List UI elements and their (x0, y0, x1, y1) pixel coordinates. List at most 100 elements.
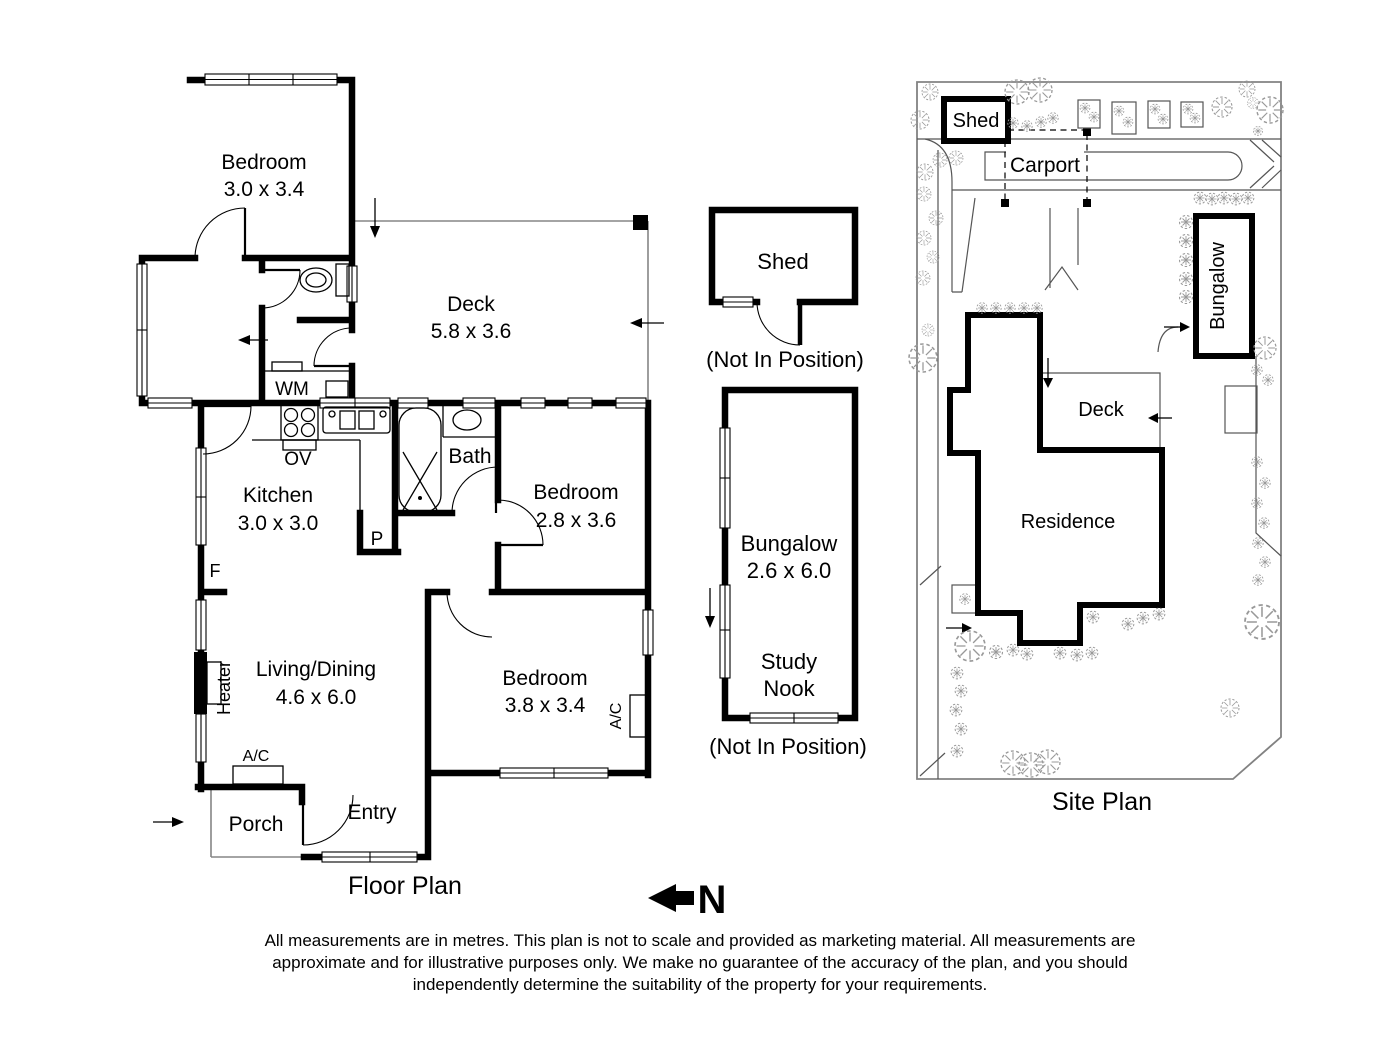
door-arc (261, 268, 301, 309)
tree-icon (1007, 117, 1019, 129)
bathtub-icon (398, 407, 442, 513)
ac-unit-bedroom (629, 694, 647, 738)
tree-icon (1178, 289, 1194, 305)
tree-icon (928, 210, 944, 226)
tree-icon (1136, 611, 1150, 625)
tree-icon (1205, 192, 1219, 206)
tree-icon (1241, 191, 1255, 205)
site-bungalow-outline (1193, 213, 1255, 359)
carport-posts (1001, 128, 1091, 207)
tree-icon (1217, 191, 1231, 205)
tree-icon (954, 684, 968, 698)
ac-living-label: A/C (243, 748, 270, 765)
washing-machine-area (262, 361, 352, 398)
door-arc (202, 404, 252, 455)
site-carport-label: Carport (1010, 154, 1080, 177)
kitchen-bench (252, 439, 361, 513)
tree-icon (1018, 752, 1044, 778)
window (749, 712, 839, 724)
deck-corner-post (633, 215, 648, 230)
arrow-icon (370, 198, 380, 238)
site-plan: Shed Carport Bungalow Deck Residence Sit… (908, 77, 1284, 816)
tree-icon (988, 644, 1004, 660)
bedroom1-dims: 3.0 x 3.4 (224, 178, 305, 201)
tree-icon (1262, 374, 1274, 386)
window (719, 584, 731, 679)
tree-icon (1258, 517, 1270, 529)
tree-icon (1178, 214, 1194, 230)
tree-icon (1035, 116, 1047, 128)
kitchen-dims: 3.0 x 3.0 (238, 512, 319, 535)
bungalow-note: (Not In Position) (709, 734, 867, 759)
north-arrow-icon (648, 884, 676, 912)
bedroom3-dims: 3.8 x 3.4 (505, 694, 586, 717)
window (147, 397, 193, 409)
site-shed-label: Shed (953, 110, 1000, 132)
tree-icon (1053, 646, 1067, 660)
bungalow-plan-label: Bungalow (741, 531, 838, 556)
tree-icon (1256, 96, 1284, 124)
tree-icon (1182, 103, 1194, 115)
stove-icon (280, 404, 319, 451)
tree-icon (1178, 252, 1194, 268)
fixtures (206, 263, 647, 785)
window (195, 447, 207, 546)
tree-icon (1047, 112, 1059, 124)
door-arc (446, 591, 493, 638)
bungalow-plan: Bungalow 2.6 x 6.0 Study Nook (Not In Po… (705, 386, 867, 759)
tree-icon (1252, 537, 1264, 549)
toilet-icon (299, 263, 350, 297)
window (520, 397, 546, 409)
walls (138, 76, 652, 861)
tree-icon (1253, 126, 1263, 136)
window (642, 609, 654, 656)
window (615, 397, 647, 409)
window (204, 73, 338, 86)
ac-unit-living (232, 765, 284, 785)
deck-label: Deck (447, 293, 495, 316)
shed-plan: Shed (Not In Position) (706, 206, 864, 372)
site-residence-label: Residence (1021, 511, 1116, 533)
site-deck-label: Deck (1078, 399, 1125, 421)
site-paths (919, 99, 1282, 779)
tree-icon (915, 270, 931, 286)
living-dims: 4.6 x 6.0 (276, 686, 357, 709)
floor-plan-title: Floor Plan (348, 872, 462, 900)
window (397, 397, 429, 409)
tree-icon (910, 110, 930, 130)
tree-icon (959, 593, 971, 605)
door-arc (301, 794, 354, 846)
tree-icon (1253, 336, 1277, 360)
tree-icon (1251, 456, 1263, 468)
tree-icon (1088, 111, 1100, 123)
door-arc (451, 466, 499, 514)
tree-icon (1251, 497, 1263, 509)
tree-icon (926, 250, 940, 264)
tree-icon (949, 703, 963, 717)
tree-icon (1238, 80, 1256, 98)
tree-icon (954, 722, 968, 736)
tree-icon (1121, 617, 1135, 631)
tree-icon (1070, 648, 1084, 662)
sink-icon (322, 406, 391, 434)
tree-icon (1031, 302, 1043, 314)
basin-icon (442, 403, 498, 438)
window (195, 599, 207, 651)
disclaimer-line2: approximate and for illustrative purpose… (272, 953, 1128, 972)
tree-icon (1193, 191, 1207, 205)
window (462, 397, 496, 409)
site-arrows (946, 322, 1190, 633)
floor-plan-labels: Bedroom 3.0 x 3.4 Deck 5.8 x 3.6 WM OV K… (210, 151, 626, 900)
ov-label: OV (284, 449, 312, 470)
disclaimer-line3: independently determine the suitability … (413, 975, 988, 994)
tree-icon (1178, 271, 1194, 287)
tree-icon (1018, 302, 1030, 314)
tree-icon (1220, 698, 1240, 718)
heater-label: Heater (214, 661, 234, 715)
site-bungalow-label: Bungalow (1207, 242, 1229, 330)
carport-label-bg (1006, 150, 1084, 174)
heater-wall-panel (194, 652, 207, 714)
tree-icon (921, 323, 935, 337)
tree-icon (1259, 477, 1271, 489)
